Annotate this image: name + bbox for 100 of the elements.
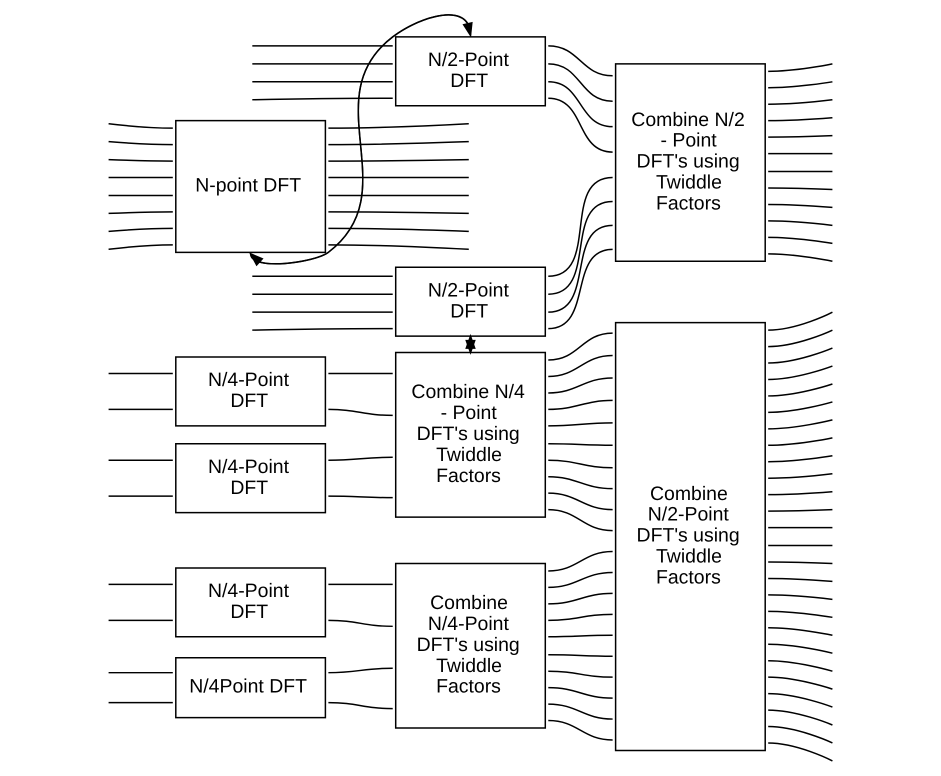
connector bbox=[548, 654, 613, 657]
node-box: Combine N/2 - Point DFT's using Twiddle Factors bbox=[614, 63, 766, 262]
connector bbox=[108, 211, 173, 214]
connector bbox=[768, 455, 833, 462]
connector bbox=[768, 152, 832, 154]
connector bbox=[548, 572, 613, 588]
connector bbox=[768, 204, 832, 208]
connector bbox=[252, 81, 393, 83]
node-box: N-point DFT bbox=[175, 120, 326, 254]
connector bbox=[548, 720, 613, 741]
connector bbox=[548, 81, 613, 128]
connector bbox=[108, 372, 173, 374]
connector bbox=[548, 592, 613, 605]
connector bbox=[328, 620, 393, 628]
connector bbox=[108, 176, 173, 178]
connector bbox=[768, 312, 833, 331]
connector bbox=[108, 620, 173, 622]
node-box: Combine N/4-Point DFT's using Twiddle Factors bbox=[394, 562, 546, 729]
connector bbox=[328, 408, 393, 416]
node-box: N/4-Point DFT bbox=[175, 443, 326, 514]
connector bbox=[768, 253, 833, 262]
connector bbox=[768, 644, 833, 654]
connector bbox=[548, 492, 613, 510]
connector bbox=[328, 244, 469, 250]
node-box: N/4-Point DFT bbox=[175, 356, 326, 427]
connector bbox=[768, 401, 833, 414]
connector bbox=[252, 45, 393, 47]
connector bbox=[548, 45, 613, 77]
connector bbox=[768, 660, 833, 672]
connector bbox=[548, 670, 613, 678]
connector bbox=[328, 667, 393, 674]
connector bbox=[252, 311, 393, 313]
connector bbox=[108, 122, 173, 129]
connector bbox=[768, 437, 833, 446]
connector bbox=[768, 134, 832, 138]
connector bbox=[108, 194, 173, 196]
connector bbox=[768, 236, 833, 244]
connector bbox=[108, 140, 173, 146]
connector bbox=[108, 158, 173, 162]
connector bbox=[548, 332, 613, 361]
connector bbox=[328, 122, 469, 129]
connector bbox=[548, 476, 613, 490]
connector bbox=[548, 200, 613, 295]
connector bbox=[768, 610, 833, 618]
connector bbox=[252, 98, 393, 100]
connector bbox=[108, 584, 173, 586]
connector bbox=[548, 248, 613, 330]
connector bbox=[328, 456, 393, 461]
node-box: Combine N/2-Point DFT's using Twiddle Factors bbox=[614, 322, 766, 752]
connector bbox=[252, 328, 393, 331]
connector bbox=[768, 544, 832, 546]
connector bbox=[548, 703, 613, 720]
connector bbox=[108, 244, 173, 250]
connector bbox=[548, 354, 613, 378]
connector bbox=[768, 365, 833, 380]
connector bbox=[108, 702, 173, 704]
connector bbox=[328, 702, 393, 710]
connector bbox=[328, 194, 469, 196]
connector bbox=[548, 400, 613, 410]
connector bbox=[768, 220, 832, 226]
connector bbox=[768, 578, 832, 582]
connector bbox=[768, 490, 832, 496]
connector bbox=[252, 276, 393, 277]
connector bbox=[768, 692, 833, 708]
connector bbox=[328, 228, 469, 232]
connector bbox=[768, 627, 833, 636]
connector bbox=[252, 63, 393, 65]
connector bbox=[108, 408, 173, 410]
connector bbox=[768, 526, 832, 528]
connector bbox=[328, 176, 469, 178]
connector bbox=[548, 614, 613, 622]
connector bbox=[768, 561, 832, 564]
connector bbox=[548, 508, 613, 532]
connector bbox=[768, 187, 832, 190]
connector bbox=[768, 676, 833, 690]
connector bbox=[548, 460, 613, 468]
connector bbox=[548, 63, 613, 102]
connector bbox=[108, 672, 173, 674]
connector bbox=[328, 495, 393, 498]
connector bbox=[768, 508, 832, 512]
connector bbox=[548, 634, 613, 638]
connector bbox=[328, 158, 469, 162]
connector bbox=[548, 176, 613, 277]
connector bbox=[768, 383, 833, 397]
connector bbox=[548, 443, 613, 446]
connector bbox=[548, 377, 613, 394]
connector bbox=[252, 293, 393, 295]
connector bbox=[108, 460, 173, 461]
connector bbox=[548, 686, 613, 699]
connector bbox=[768, 116, 832, 122]
connector bbox=[328, 211, 469, 214]
node-box: N/2-Point DFT bbox=[394, 36, 546, 106]
node-box: N/4Point DFT bbox=[175, 656, 326, 718]
connector bbox=[768, 419, 833, 430]
connector bbox=[108, 228, 173, 232]
connector bbox=[768, 99, 832, 105]
connector bbox=[768, 170, 832, 172]
connector bbox=[768, 347, 833, 364]
connector bbox=[548, 422, 613, 427]
connector bbox=[108, 495, 173, 497]
